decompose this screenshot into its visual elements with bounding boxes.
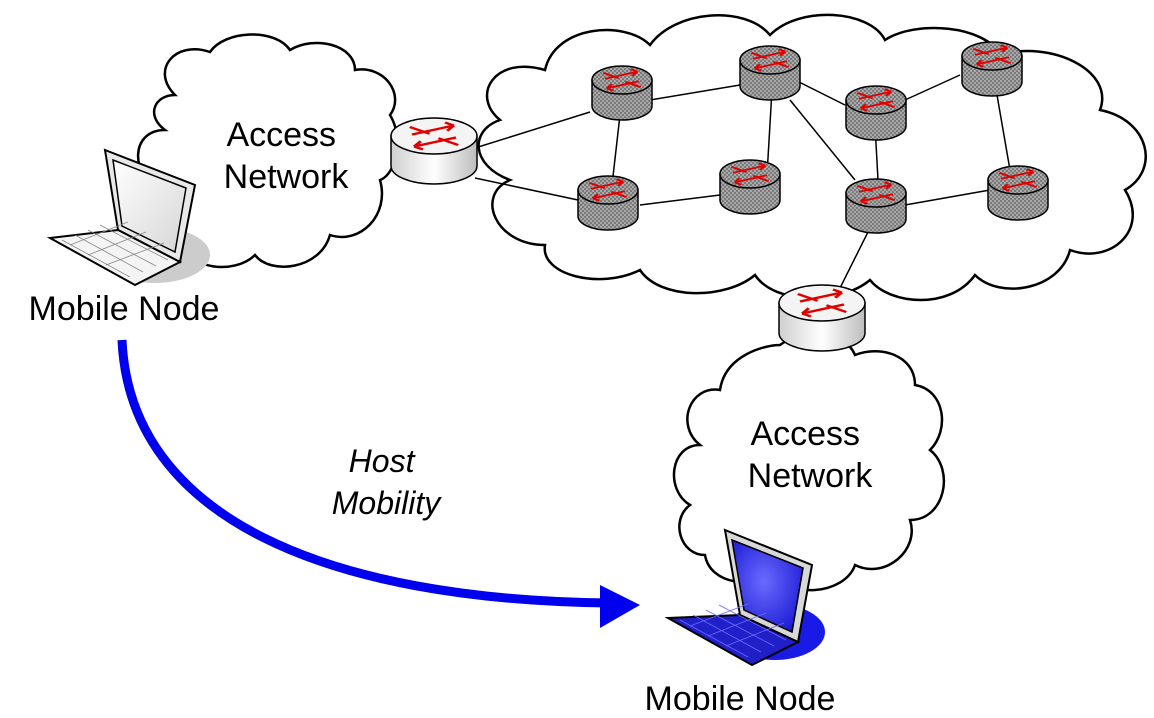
laptop-icon (664, 528, 825, 667)
svg-text:Access Network: Access Network (224, 116, 350, 196)
core-router-3 (846, 86, 906, 140)
edge-router-bottom (779, 285, 865, 351)
access-network-label-left-line1: Access (226, 116, 336, 154)
laptop-icon (46, 148, 210, 287)
access-network-label-bottom-line1: Access (750, 415, 860, 453)
core-router-1 (592, 66, 652, 120)
svg-text:Access Network: Access Network (748, 415, 874, 495)
core-router-2 (740, 46, 800, 100)
host-mobility-arrow (117, 339, 611, 608)
arrow-head-icon (600, 585, 640, 628)
access-network-cloud-bottom (672, 333, 946, 592)
mobile-node-label-left: Mobile Node (29, 290, 220, 328)
core-router-5 (578, 176, 638, 230)
host-mobility-label-line2: Mobility (332, 485, 442, 521)
host-mobility-label-line1: Host (349, 443, 416, 479)
core-router-8 (988, 166, 1048, 220)
edge-router-left (391, 118, 477, 184)
core-router-4 (962, 42, 1022, 96)
core-router-6 (720, 160, 780, 214)
mobile-node-label-bottom: Mobile Node (645, 680, 836, 718)
access-network-label-bottom-line2: Network (748, 457, 874, 495)
svg-text:Host Mobility: Host Mobility (332, 443, 442, 521)
core-network-cloud (477, 13, 1147, 302)
access-network-label-left-line2: Network (224, 158, 350, 196)
core-router-7 (846, 179, 906, 233)
